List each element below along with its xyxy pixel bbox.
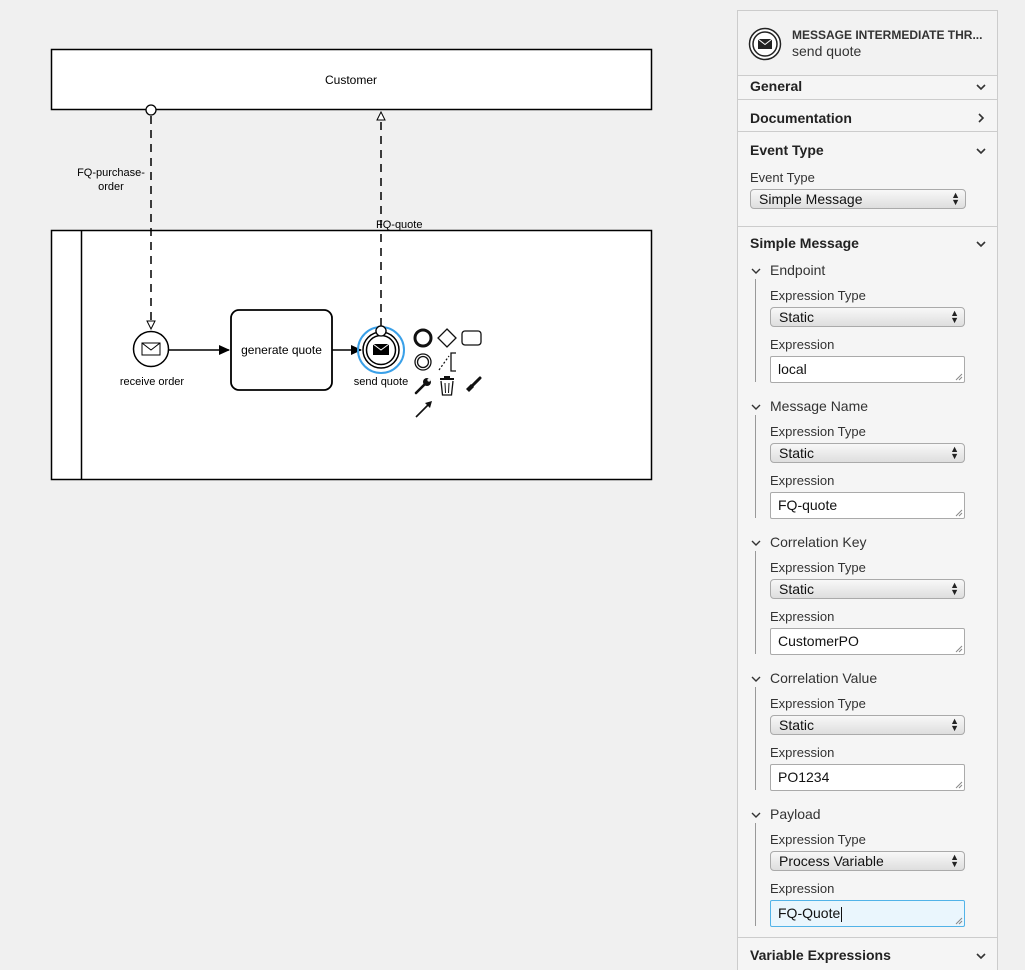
context-pad — [413, 328, 482, 418]
customer-pool[interactable]: Customer — [50, 48, 653, 111]
subsection-endpoint[interactable]: Endpoint — [770, 262, 826, 278]
expression-label: Expression — [770, 881, 835, 896]
group-variable-expressions[interactable]: Variable Expressions — [750, 947, 891, 963]
chevron-down-icon[interactable] — [751, 674, 761, 684]
expression-type-label: Expression Type — [770, 696, 866, 711]
text-annotation-icon[interactable] — [438, 352, 456, 372]
chevron-down-icon[interactable] — [751, 810, 761, 820]
select-value: Static — [779, 717, 815, 733]
paintbrush-icon[interactable] — [466, 376, 482, 392]
flow-label-quote: FQ-quote — [376, 219, 422, 231]
chevron-right-icon[interactable] — [975, 112, 987, 124]
chevron-down-icon[interactable] — [975, 950, 987, 962]
expression-label: Expression — [770, 745, 835, 760]
subsection-correlation-key[interactable]: Correlation Key — [770, 534, 867, 550]
properties-panel: MESSAGE INTERMEDIATE THR... send quote G… — [737, 10, 998, 970]
envelope-throw-icon — [748, 27, 782, 61]
expression-label: Expression — [770, 473, 835, 488]
event-type-label: Event Type — [750, 170, 815, 185]
select-arrows-icon: ▲▼ — [950, 444, 959, 461]
select-arrows-icon: ▲▼ — [951, 190, 960, 207]
correlation-value-type-select[interactable]: Static ▲▼ — [770, 715, 965, 735]
connect-arrow-icon[interactable] — [415, 401, 432, 418]
input-value: local — [778, 361, 807, 377]
wrench-icon[interactable] — [414, 378, 431, 395]
select-value: Static — [779, 581, 815, 597]
append-end-event-icon[interactable] — [413, 328, 433, 348]
resize-grip-icon[interactable] — [955, 373, 963, 381]
resize-grip-icon[interactable] — [955, 509, 963, 517]
customer-pool-label: Customer — [325, 73, 377, 87]
flow-label-purchase-order-line2: order — [98, 181, 124, 193]
append-intermediate-event-icon[interactable] — [414, 353, 432, 371]
expression-label: Expression — [770, 337, 835, 352]
panel-header: MESSAGE INTERMEDIATE THR... send quote — [738, 11, 997, 76]
select-value: Static — [779, 309, 815, 325]
resize-grip-icon[interactable] — [955, 645, 963, 653]
payload-type-select[interactable]: Process Variable ▲▼ — [770, 851, 965, 871]
receive-order-label: receive order — [120, 376, 185, 388]
chevron-down-icon[interactable] — [975, 81, 987, 93]
chevron-down-icon[interactable] — [751, 538, 761, 548]
payload-expression-input[interactable]: FQ-Quote — [770, 900, 965, 927]
text-cursor — [841, 906, 843, 922]
group-simple-message[interactable]: Simple Message — [750, 235, 859, 251]
chevron-down-icon[interactable] — [975, 238, 987, 250]
input-value: CustomerPO — [778, 633, 859, 649]
chevron-down-icon[interactable] — [975, 145, 987, 157]
chevron-down-icon[interactable] — [751, 402, 761, 412]
send-quote-label: send quote — [354, 376, 408, 388]
select-arrows-icon: ▲▼ — [950, 716, 959, 733]
expression-type-label: Expression Type — [770, 288, 866, 303]
message-name-expression-input[interactable]: FQ-quote — [770, 492, 965, 519]
expression-label: Expression — [770, 609, 835, 624]
input-value: FQ-quote — [778, 497, 838, 513]
element-name-label: send quote — [792, 43, 862, 59]
flow-label-purchase-order-line1: FQ-purchase- — [77, 167, 145, 179]
select-value: Process Variable — [779, 853, 884, 869]
message-flow-purchase-order[interactable]: FQ-purchase- order — [74, 104, 157, 328]
correlation-key-expression-input[interactable]: CustomerPO — [770, 628, 965, 655]
input-value: FQ-Quote — [778, 905, 841, 921]
subsection-correlation-value[interactable]: Correlation Value — [770, 670, 878, 686]
subsection-message-name[interactable]: Message Name — [770, 398, 869, 414]
resize-grip-icon[interactable] — [955, 781, 963, 789]
receive-order-event[interactable]: receive order — [120, 330, 185, 389]
group-documentation[interactable]: Documentation — [750, 110, 852, 126]
endpoint-type-select[interactable]: Static ▲▼ — [770, 307, 965, 327]
event-type-select[interactable]: Simple Message ▲▼ — [750, 189, 966, 209]
expression-type-label: Expression Type — [770, 560, 866, 575]
expression-type-label: Expression Type — [770, 424, 866, 439]
message-name-type-select[interactable]: Static ▲▼ — [770, 443, 965, 463]
resize-grip-icon[interactable] — [955, 917, 963, 925]
group-general[interactable]: General — [750, 78, 803, 94]
select-arrows-icon: ▲▼ — [950, 852, 959, 869]
append-task-icon[interactable] — [461, 330, 482, 346]
expression-type-label: Expression Type — [770, 832, 866, 847]
input-value: PO1234 — [778, 769, 830, 785]
event-type-value: Simple Message — [759, 191, 863, 207]
envelope-icon — [141, 342, 161, 356]
trash-icon[interactable] — [440, 376, 454, 396]
element-type-label: MESSAGE INTERMEDIATE THR... — [792, 28, 983, 42]
endpoint-expression-input[interactable]: local — [770, 356, 965, 383]
select-value: Static — [779, 445, 815, 461]
generate-quote-task[interactable]: generate quote — [230, 309, 333, 391]
correlation-key-type-select[interactable]: Static ▲▼ — [770, 579, 965, 599]
send-quote-event[interactable]: send quote — [354, 325, 408, 388]
bpmn-canvas[interactable]: Customer FQ-purchase- order FQ-quote rec… — [0, 0, 735, 970]
select-arrows-icon: ▲▼ — [950, 308, 959, 325]
chevron-down-icon[interactable] — [751, 266, 761, 276]
subsection-payload[interactable]: Payload — [770, 806, 821, 822]
group-event-type[interactable]: Event Type — [750, 142, 824, 158]
filled-envelope-icon — [372, 343, 390, 355]
select-arrows-icon: ▲▼ — [950, 580, 959, 597]
append-gateway-icon[interactable] — [437, 328, 457, 348]
correlation-value-expression-input[interactable]: PO1234 — [770, 764, 965, 791]
generate-quote-label: generate quote — [241, 343, 322, 357]
